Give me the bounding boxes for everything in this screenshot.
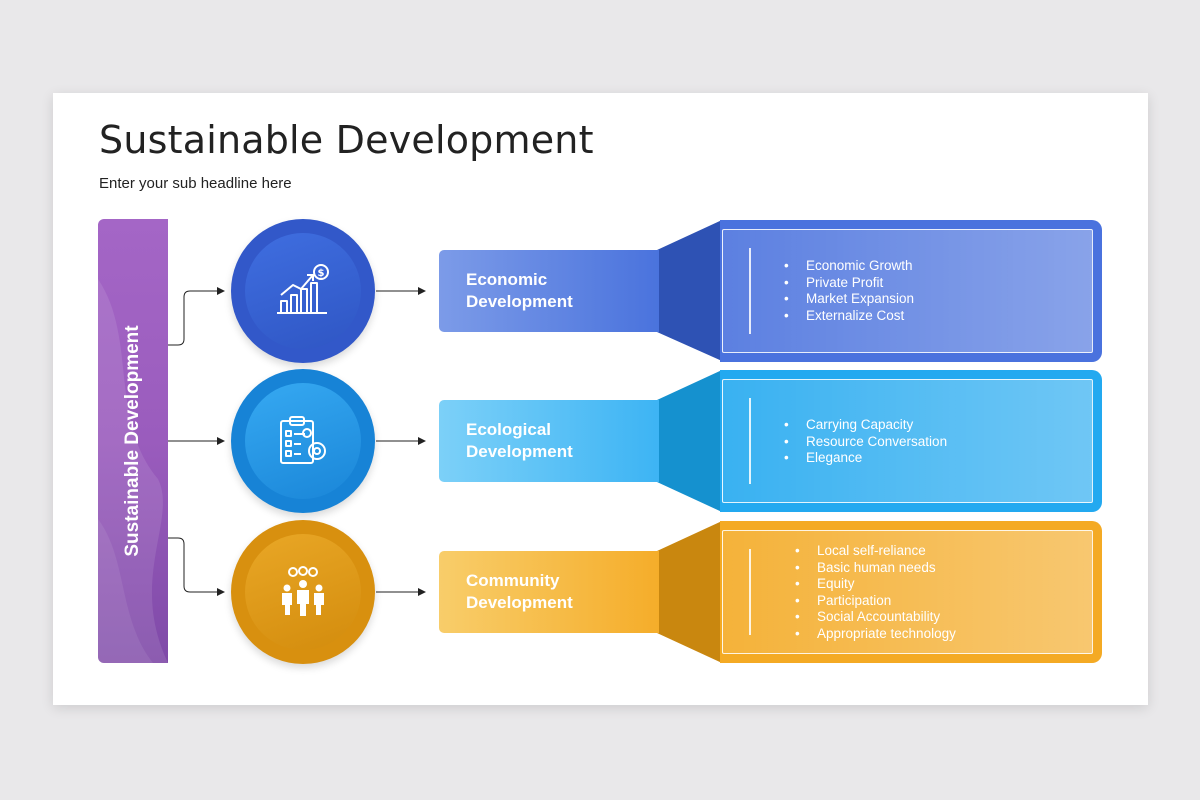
circle-economic: $ [231, 219, 375, 363]
panel-community: Local self-reliance Basic human needs Eq… [720, 521, 1102, 663]
label-economic: Economic Development [439, 250, 659, 332]
list-ecological: Carrying Capacity Resource Conversation … [806, 417, 947, 467]
list-item: Carrying Capacity [806, 417, 947, 434]
panel-ecological: Carrying Capacity Resource Conversation … [720, 370, 1102, 512]
page-subtitle: Enter your sub headline here [99, 175, 292, 192]
label-community-line2: Development [466, 593, 573, 612]
page-title: Sustainable Development [99, 118, 594, 162]
list-item: Equity [817, 576, 956, 593]
list-item: Externalize Cost [806, 308, 914, 325]
funnel-economic [657, 220, 722, 361]
list-item: Local self-reliance [817, 543, 956, 560]
growth-chart-dollar-icon: $ [277, 264, 329, 314]
list-community: Local self-reliance Basic human needs Eq… [817, 543, 956, 642]
panel-economic: Economic Growth Private Profit Market Ex… [720, 220, 1102, 362]
list-item: Market Expansion [806, 291, 914, 308]
circle-community [231, 520, 375, 664]
list-item: Participation [817, 593, 956, 610]
connector-bar-to-circle-3 [168, 537, 225, 596]
funnel-ecological [657, 370, 722, 512]
list-item: Elegance [806, 450, 947, 467]
label-ecological-line1: Ecological [466, 420, 552, 439]
list-item: Appropriate technology [817, 626, 956, 643]
team-gears-icon [282, 566, 324, 616]
sidebar-bar [98, 219, 168, 663]
list-item: Private Profit [806, 275, 914, 292]
list-item: Economic Growth [806, 258, 914, 275]
list-item: Resource Conversation [806, 434, 947, 451]
connector-bar-to-circle-1 [168, 287, 225, 346]
label-economic-line2: Development [466, 292, 573, 311]
label-community-line1: Community [466, 571, 560, 590]
list-economic: Economic Growth Private Profit Market Ex… [806, 258, 914, 324]
svg-text:$: $ [318, 268, 325, 279]
list-item: Basic human needs [817, 560, 956, 577]
clipboard-gear-icon [280, 416, 326, 464]
label-ecological-line2: Development [466, 442, 573, 461]
list-item: Social Accountability [817, 609, 956, 626]
circle-ecological [231, 369, 375, 513]
funnel-community [657, 521, 722, 663]
label-economic-line1: Economic [466, 270, 548, 289]
bar-wave-decoration [98, 279, 168, 663]
label-ecological: Ecological Development [439, 400, 659, 482]
label-community: Community Development [439, 551, 659, 633]
